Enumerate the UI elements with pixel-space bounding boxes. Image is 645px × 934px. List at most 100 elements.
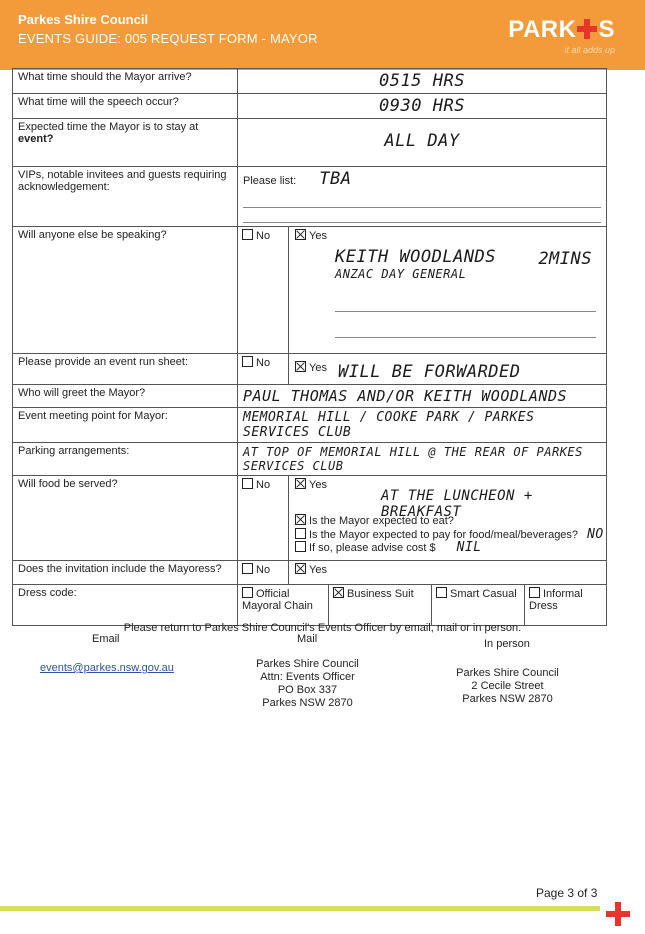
mayoress-no-option[interactable]: No (238, 561, 289, 584)
stay-answer: ALL DAY (384, 131, 460, 151)
checkbox-checked-icon[interactable] (333, 587, 344, 598)
in-person-heading: In person (484, 638, 530, 650)
runsheet-answer: WILL BE FORWARDED (338, 362, 521, 382)
vip-answer: TBA (319, 169, 352, 189)
dress-informal-label: Informal Dress (529, 588, 583, 612)
logo-text-left: PARK (508, 16, 577, 43)
checkbox-checked-icon[interactable] (295, 361, 306, 372)
runsheet-question-text: Please provide an event run sheet: (18, 356, 189, 368)
food-answer: AT THE LUNCHEON + BREAKFAST (381, 488, 533, 520)
checkbox-empty-icon[interactable] (242, 356, 253, 367)
cost-row: If so, please advise cost $ NIL (295, 540, 482, 555)
parking-answer-cell[interactable]: AT TOP OF MEMORIAL HILL @ THE REAR OF PA… (237, 442, 607, 476)
speaking-yes-option[interactable]: Yes KEITH WOODLANDS ANZAC DAY GENERAL 2M… (289, 227, 606, 353)
mayoress-question: Does the invitation include the Mayoress… (12, 560, 238, 585)
food-yes-option[interactable]: Yes AT THE LUNCHEON + BREAKFAST Is the M… (289, 476, 606, 560)
runsheet-no-option[interactable]: No (238, 354, 289, 384)
food-no-option[interactable]: No (238, 476, 289, 560)
page-number: Page 3 of 3 (536, 886, 598, 900)
speech-question: What time will the speech occur? (12, 93, 238, 119)
dress-business-label: Business Suit (347, 588, 414, 600)
person-line: 2 Cecile Street (471, 680, 544, 692)
dress-question: Dress code: (12, 584, 238, 626)
mail-address: Parkes Shire Council Attn: Events Office… (240, 658, 375, 710)
stay-question-line2: event? (18, 133, 54, 145)
arrive-answer-cell[interactable]: 0515 HRS (237, 68, 607, 94)
speech-answer: 0930 HRS (379, 96, 465, 116)
no-label: No (256, 479, 271, 491)
mail-heading: Mail (297, 633, 318, 645)
speaker-duration: 2MINS (538, 249, 592, 269)
runsheet-question: Please provide an event run sheet: (12, 353, 238, 385)
yes-label: Yes (309, 479, 327, 491)
email-link[interactable]: events@parkes.nsw.gov.au (40, 662, 174, 674)
speaking-question: Will anyone else be speaking? (12, 226, 238, 354)
logo-tagline: it all adds up (564, 45, 615, 55)
stay-answer-cell[interactable]: ALL DAY (237, 118, 607, 167)
speaking-no-option[interactable]: No (238, 227, 289, 353)
no-label: No (256, 564, 271, 576)
return-instructions: Please return to Parkes Shire Council's … (123, 622, 522, 634)
checkbox-empty-icon[interactable] (295, 528, 306, 539)
checkbox-checked-icon[interactable] (295, 478, 306, 489)
speaker-role: ANZAC DAY GENERAL (335, 267, 467, 281)
mayoress-answer-cell[interactable]: No Yes (237, 560, 607, 585)
dress-informal-option[interactable]: Informal Dress (525, 585, 606, 625)
greet-answer-cell[interactable]: PAUL THOMAS AND/OR KEITH WOODLANDS (237, 384, 607, 408)
vip-line (243, 208, 601, 223)
checkbox-empty-icon[interactable] (436, 587, 447, 598)
parking-answer: AT TOP OF MEMORIAL HILL @ THE REAR OF PA… (243, 445, 583, 473)
pay-label: Is the Mayor expected to pay for food/me… (309, 529, 579, 541)
dress-smart-label: Smart Casual (450, 588, 517, 600)
dress-smart-option[interactable]: Smart Casual (432, 585, 525, 625)
pay-answer: NO (587, 527, 604, 542)
arrive-question: What time should the Mayor arrive? (12, 68, 238, 94)
cost-answer: NIL (456, 540, 482, 555)
checkbox-empty-icon[interactable] (242, 478, 253, 489)
header-banner: Parkes Shire Council EVENTS GUIDE: 005 R… (0, 0, 645, 70)
checkbox-checked-icon[interactable] (295, 229, 306, 240)
dress-business-option[interactable]: Business Suit (329, 585, 432, 625)
speech-answer-cell[interactable]: 0930 HRS (237, 93, 607, 119)
vip-line (243, 193, 601, 208)
vip-answer-cell[interactable]: Please list: TBA (237, 166, 607, 227)
meeting-answer-cell[interactable]: MEMORIAL HILL / COOKE PARK / PARKES SERV… (237, 407, 607, 443)
dress-answer-cell[interactable]: Official Mayoral Chain Business Suit Sma… (237, 584, 607, 626)
checkbox-empty-icon[interactable] (529, 587, 540, 598)
parking-question: Parking arrangements: (12, 442, 238, 476)
greet-question: Who will greet the Mayor? (12, 384, 238, 408)
speaker-name: KEITH WOODLANDS (335, 247, 497, 267)
mail-line: Parkes NSW 2870 (262, 697, 353, 709)
eat-label: Is the Mayor expected to eat? (309, 515, 454, 527)
person-line: Parkes Shire Council (456, 667, 559, 679)
meeting-question: Event meeting point for Mayor: (12, 407, 238, 443)
org-name: Parkes Shire Council (18, 12, 149, 27)
no-label: No (256, 230, 271, 242)
mail-line: Attn: Events Officer (260, 671, 355, 683)
person-line: Parkes NSW 2870 (462, 693, 553, 705)
checkbox-empty-icon[interactable] (242, 587, 253, 598)
dress-official-option[interactable]: Official Mayoral Chain (238, 585, 329, 625)
vip-question: VIPs, notable invitees and guests requir… (12, 166, 238, 227)
yes-label: Yes (309, 362, 327, 374)
request-form-table: What time should the Mayor arrive? 0515 … (12, 68, 607, 626)
checkbox-empty-icon[interactable] (242, 229, 253, 240)
speaking-answer-cell[interactable]: No Yes KEITH WOODLANDS ANZAC DAY GENERAL… (237, 226, 607, 354)
checkbox-empty-icon[interactable] (295, 541, 306, 552)
cost-label: If so, please advise cost $ (309, 542, 436, 554)
speaker-line (335, 297, 596, 312)
food-answer-cell[interactable]: No Yes AT THE LUNCHEON + BREAKFAST Is th… (237, 475, 607, 561)
mail-line: PO Box 337 (277, 684, 338, 696)
logo-text-right: S (598, 16, 615, 43)
greet-answer: PAUL THOMAS AND/OR KEITH WOODLANDS (243, 387, 568, 405)
parkes-logo: PARK S (508, 16, 615, 44)
runsheet-answer-cell[interactable]: No Yes WILL BE FORWARDED (237, 353, 607, 385)
checkbox-empty-icon[interactable] (242, 563, 253, 574)
stay-hint (18, 145, 232, 153)
mayoress-yes-option[interactable]: Yes (289, 561, 606, 584)
checkbox-checked-icon[interactable] (295, 514, 306, 525)
dress-official-label: Official Mayoral Chain (242, 588, 313, 612)
runsheet-yes-option[interactable]: Yes WILL BE FORWARDED (289, 354, 606, 384)
stay-question: Expected time the Mayor is to stay at ev… (12, 118, 238, 167)
checkbox-checked-icon[interactable] (295, 563, 306, 574)
